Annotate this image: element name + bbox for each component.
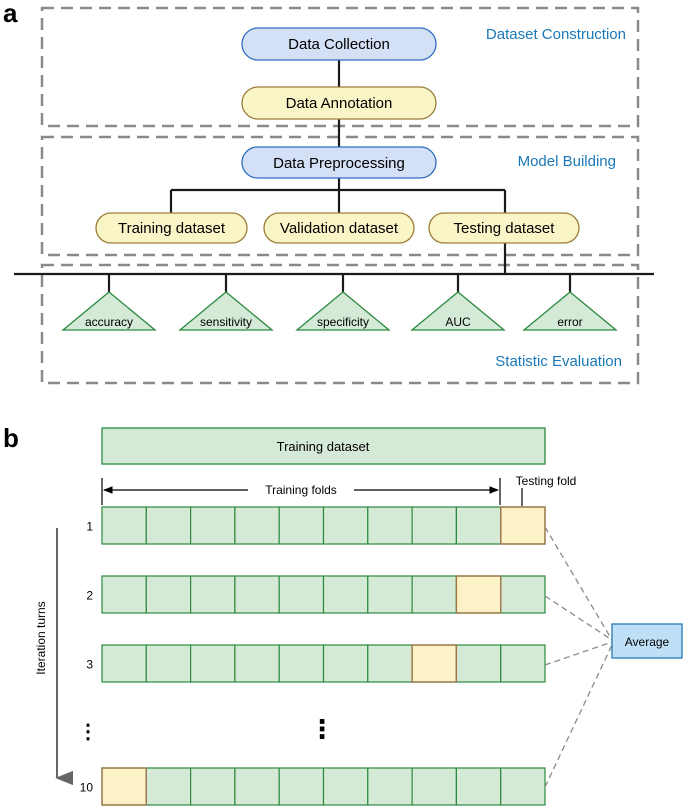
training-fold-cell: [455, 644, 502, 683]
training-fold-cell: [278, 644, 325, 683]
training-fold-cell: [411, 506, 458, 545]
training-fold-cell: [234, 506, 280, 545]
training-fold-cell: [234, 644, 280, 683]
iteration-turns-label: Iteration turns: [34, 601, 48, 674]
model-building-box: [40, 135, 640, 257]
testing-fold-cell: [101, 767, 147, 806]
training-fold-cell: [455, 767, 502, 806]
training-fold-cell: [322, 767, 369, 806]
iteration-label: 3: [86, 658, 93, 672]
training-folds-label: Training folds: [265, 483, 337, 497]
testing-fold-outline: [455, 575, 502, 614]
training-fold-cell: [367, 767, 413, 806]
training-fold-cell: [101, 575, 147, 614]
training-fold-cell: [367, 644, 413, 683]
training-fold-cell: [190, 644, 236, 683]
training-fold-cell: [500, 575, 546, 614]
training-dataset-node: [95, 212, 248, 244]
training-dataset-bar-label: Training dataset: [277, 439, 370, 454]
data-annotation-label: Data Annotation: [286, 95, 393, 112]
testing-fold-cell: [411, 644, 458, 683]
dataset-construction-label: Dataset Construction: [486, 26, 626, 43]
validation-dataset-label: Validation dataset: [280, 220, 399, 237]
testing-dataset-label: Testing dataset: [454, 220, 556, 237]
testing-dataset-node: [428, 212, 580, 244]
training-fold-cell: [145, 767, 192, 806]
accuracy-triangle: [61, 291, 157, 331]
statistic-evaluation-box: [40, 263, 640, 385]
error-triangle: [522, 291, 618, 331]
training-fold-cell: [322, 644, 369, 683]
training-dataset-bar: [101, 427, 546, 465]
testing-fold-outline: [411, 644, 458, 683]
data-collection-label: Data Collection: [288, 36, 390, 53]
testing-fold-outline: [500, 506, 546, 545]
metric-error-label: error: [557, 315, 582, 329]
training-fold-cell: [455, 506, 502, 545]
training-fold-cell: [411, 767, 458, 806]
data-collection-node: [241, 27, 437, 61]
statistic-evaluation-label: Statistic Evaluation: [495, 353, 622, 370]
training-fold-cell: [190, 767, 236, 806]
data-preprocessing-node: [241, 146, 437, 179]
training-fold-cell: [278, 767, 325, 806]
testing-fold-outline: [101, 767, 147, 806]
metric-specificity-label: specificity: [317, 315, 369, 329]
training-fold-cell: [145, 575, 192, 614]
panel-a-label: a: [3, 0, 18, 28]
training-fold-cell: [322, 575, 369, 614]
sensitivity-triangle: [178, 291, 274, 331]
iteration-label: 10: [80, 781, 94, 795]
average-box: [611, 623, 683, 659]
panel-b-label: b: [3, 423, 19, 453]
testing-fold-label: Testing fold: [516, 474, 577, 488]
training-fold-cell: [278, 506, 325, 545]
middle-vertical-ellipsis: ⋮: [309, 715, 335, 745]
fold-rows: 1 2 3 ⋮ 10: [78, 506, 546, 806]
training-fold-cell: [322, 506, 369, 545]
training-dataset-label: Training dataset: [118, 220, 226, 237]
iteration-label: ⋮: [78, 721, 98, 743]
training-fold-cell: [500, 644, 546, 683]
testing-fold-cell: [455, 575, 502, 614]
training-fold-cell: [500, 767, 546, 806]
iteration-label: 2: [86, 589, 93, 603]
training-fold-cell: [190, 575, 236, 614]
training-fold-cell: [101, 644, 147, 683]
average-connectors: [544, 526, 613, 788]
training-fold-cell: [367, 575, 413, 614]
average-label: Average: [625, 635, 670, 649]
auc-triangle: [410, 291, 506, 331]
metric-sensitivity-label: sensitivity: [200, 315, 252, 329]
training-fold-cell: [367, 506, 413, 545]
training-fold-cell: [145, 506, 192, 545]
training-fold-cell: [190, 506, 236, 545]
flow-connectors: [14, 60, 654, 292]
specificity-triangle: [295, 291, 391, 331]
metric-auc-label: AUC: [445, 315, 471, 329]
iteration-label: 1: [86, 520, 93, 534]
model-building-label: Model Building: [518, 153, 616, 170]
training-fold-cell: [234, 767, 280, 806]
training-fold-cell: [101, 506, 147, 545]
training-fold-cell: [411, 575, 458, 614]
data-annotation-node: [241, 86, 437, 120]
validation-dataset-node: [263, 212, 415, 244]
training-fold-cell: [278, 575, 325, 614]
metric-accuracy-label: accuracy: [85, 315, 133, 329]
testing-fold-cell: [500, 506, 546, 545]
data-preprocessing-label: Data Preprocessing: [273, 155, 405, 172]
training-fold-cell: [145, 644, 192, 683]
training-fold-cell: [234, 575, 280, 614]
